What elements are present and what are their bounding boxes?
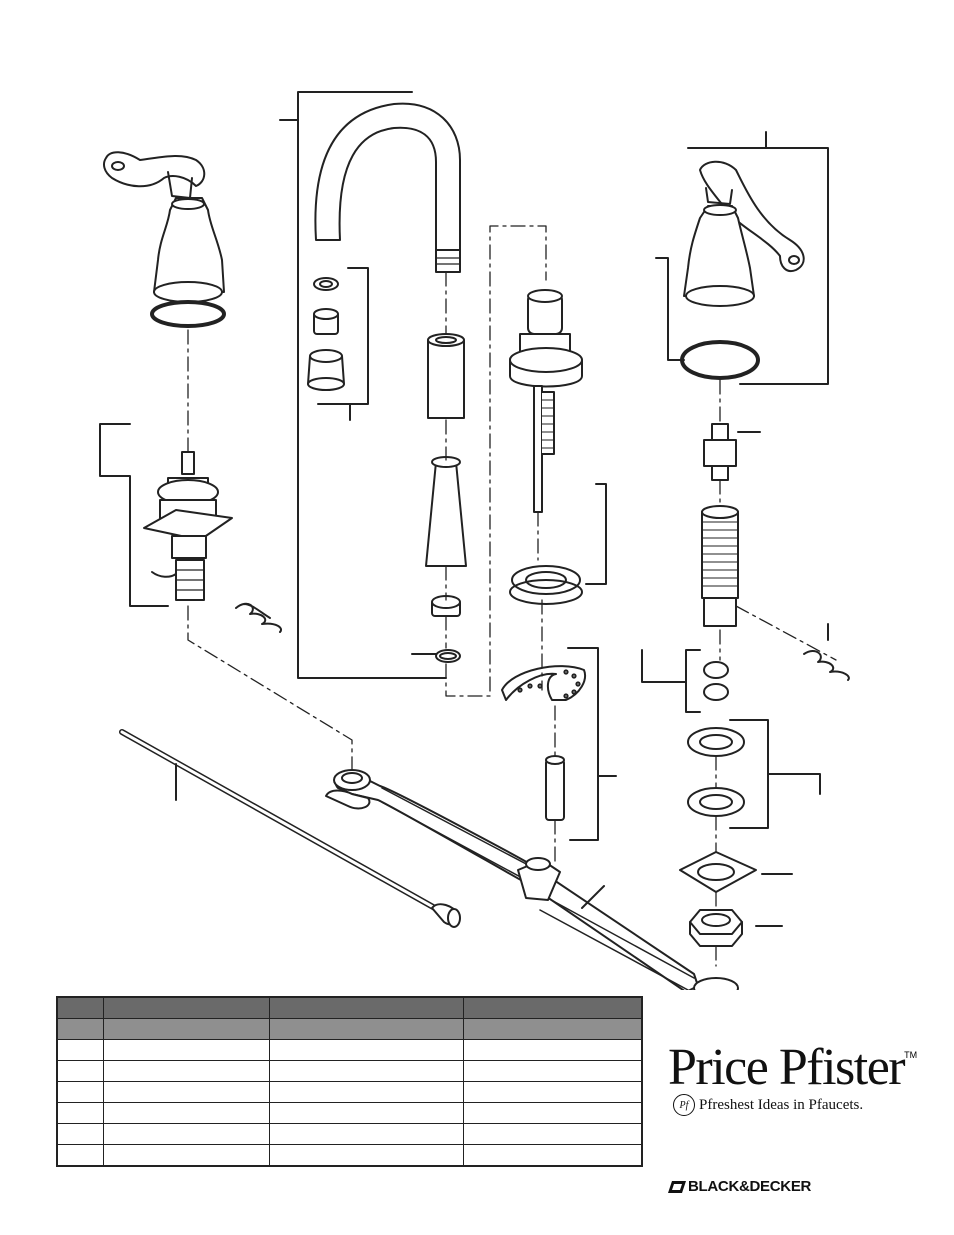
table-cell bbox=[268, 1123, 464, 1145]
pf-badge-icon: Pf bbox=[673, 1094, 695, 1116]
table-row bbox=[56, 1123, 643, 1145]
drain-flange-icon bbox=[509, 565, 583, 605]
faucet-handle-left-icon bbox=[103, 151, 226, 328]
table-cell bbox=[102, 1039, 270, 1061]
pop-up-rod-icon bbox=[119, 729, 461, 928]
parts-table bbox=[56, 996, 643, 1167]
table-cell bbox=[268, 1102, 464, 1124]
table-cell bbox=[462, 1081, 643, 1103]
valve-left-icon bbox=[143, 451, 233, 601]
table-cell bbox=[56, 1060, 104, 1082]
table-header-cell bbox=[462, 1018, 643, 1040]
spout-icon bbox=[314, 102, 461, 273]
table-cell bbox=[56, 1144, 104, 1167]
table-cell bbox=[462, 1039, 643, 1061]
table-header-cell bbox=[56, 996, 104, 1019]
retaining-clip-icon bbox=[235, 602, 282, 633]
valve-body-right-icon bbox=[701, 505, 739, 627]
table-header-cell bbox=[268, 1018, 464, 1040]
table-cell bbox=[268, 1081, 464, 1103]
table-cell bbox=[462, 1102, 643, 1124]
table-cell bbox=[268, 1060, 464, 1082]
table-cell bbox=[102, 1081, 270, 1103]
brand-tagline: Pf Pfreshest Ideas in Pfaucets. bbox=[673, 1094, 863, 1116]
table-cell bbox=[56, 1102, 104, 1124]
table-cell bbox=[102, 1144, 270, 1167]
table-cell bbox=[268, 1039, 464, 1061]
pivot-pin-icon bbox=[545, 755, 565, 821]
brand-name: Price Pfister bbox=[668, 1039, 906, 1096]
table-cell bbox=[56, 1081, 104, 1103]
tagline-text: Pfreshest Ideas in Pfaucets. bbox=[699, 1096, 864, 1113]
table-cell bbox=[56, 1123, 104, 1145]
pivot-plate-icon bbox=[501, 665, 586, 701]
black-decker-hexagon-icon bbox=[668, 1180, 686, 1193]
waterway-tube-icon bbox=[325, 769, 739, 990]
table-header-cell bbox=[268, 996, 464, 1019]
trademark-mark: TM bbox=[904, 1050, 918, 1060]
parent-brand-logo: BLACK&DECKER bbox=[668, 1178, 811, 1195]
table-header-cell bbox=[56, 1018, 104, 1040]
exploded-parts-diagram bbox=[99, 91, 850, 990]
mounting-hardware-icon bbox=[679, 727, 757, 947]
table-cell bbox=[268, 1144, 464, 1167]
table-cell bbox=[102, 1102, 270, 1124]
pop-up-assembly-icon bbox=[509, 289, 583, 513]
table-header-cell bbox=[462, 996, 643, 1019]
table-cell bbox=[462, 1144, 643, 1167]
brand-logo: Price PfisterTM bbox=[668, 1039, 917, 1096]
table-cell bbox=[462, 1123, 643, 1145]
table-header-cell bbox=[102, 996, 270, 1019]
table-cell bbox=[56, 1039, 104, 1061]
faucet-handle-right-icon bbox=[680, 160, 805, 380]
aerator-icon bbox=[307, 277, 345, 391]
table-row bbox=[56, 1081, 643, 1103]
table-subheader-row bbox=[56, 1018, 643, 1040]
spout-shank-icon bbox=[425, 333, 467, 663]
table-cell bbox=[102, 1060, 270, 1082]
parent-brand-name: BLACK&DECKER bbox=[688, 1178, 812, 1195]
table-header-cell bbox=[102, 1018, 270, 1040]
table-row bbox=[56, 1144, 643, 1167]
table-cell bbox=[102, 1123, 270, 1145]
table-row bbox=[56, 1060, 643, 1082]
table-row bbox=[56, 1102, 643, 1124]
valve-cartridge-icon bbox=[703, 423, 737, 481]
table-header-row bbox=[56, 996, 643, 1019]
table-row bbox=[56, 1039, 643, 1061]
table-cell bbox=[462, 1060, 643, 1082]
